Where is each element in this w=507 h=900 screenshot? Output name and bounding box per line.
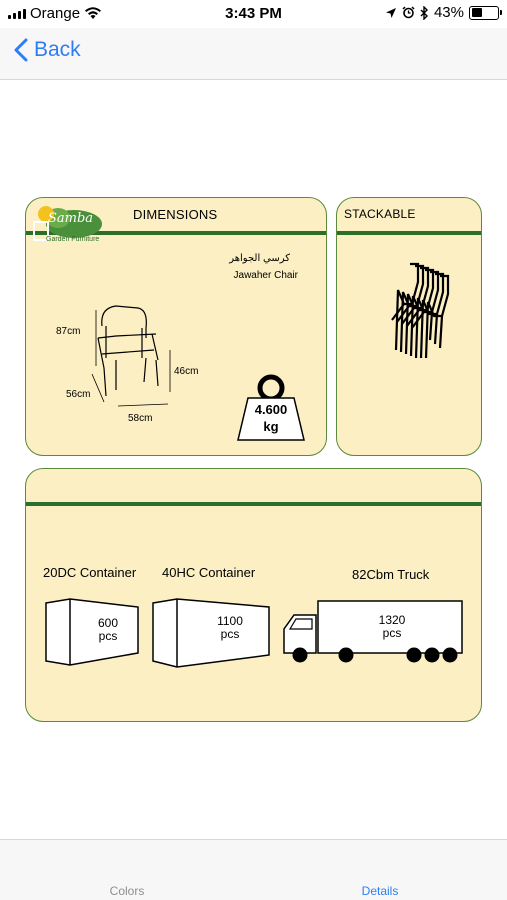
status-bar: Orange 3:43 PM 43% [0, 0, 507, 28]
battery-icon [469, 5, 502, 20]
location-arrow-icon [385, 7, 396, 18]
back-label: Back [34, 38, 81, 61]
shipping-card: 20DC Container 40HC Container 82Cbm Truc… [25, 468, 482, 722]
seat-height-label: 46cm [174, 366, 199, 377]
truck-qty: 1320 [378, 613, 406, 627]
depth-label: 56cm [66, 389, 91, 400]
container-20-qty: 600 [97, 616, 119, 630]
wifi-icon [85, 7, 102, 19]
battery-percent: 43% [433, 4, 464, 21]
stackable-title: STACKABLE [344, 207, 416, 221]
chevron-left-icon [14, 38, 28, 62]
bluetooth-icon [420, 5, 428, 20]
truck-label: 82Cbm Truck [352, 567, 430, 582]
carrier-info: Orange [8, 5, 102, 22]
alarm-icon [402, 6, 415, 19]
navigation-bar: Back [0, 28, 507, 80]
container-40-qty: 1100 [217, 614, 243, 628]
back-button[interactable]: Back [14, 38, 81, 62]
status-indicators: 43% [385, 4, 502, 21]
weight-unit: kg [263, 419, 279, 434]
container-20-unit: pcs [98, 629, 118, 643]
tab-colors[interactable]: Colors [109, 884, 145, 898]
width-label: 58cm [128, 413, 153, 424]
container-40-unit: pcs [220, 627, 240, 641]
product-details-content: Samba Garden Furniture DIMENSIONS كرسي ا… [0, 81, 507, 839]
truck-unit: pcs [382, 626, 402, 640]
chair-dimension-drawing [91, 305, 171, 407]
brand-sub-text: Garden Furniture [46, 236, 100, 243]
stacked-chairs-icon [391, 262, 450, 359]
product-name-arabic: كرسي الجواهر [229, 253, 290, 264]
dimensions-title: DIMENSIONS [133, 207, 218, 222]
container-40-label: 40HC Container [162, 565, 256, 580]
clock: 3:43 PM [225, 5, 282, 22]
brand-logo-text: Samba [48, 211, 94, 226]
weight-badge: 4.600 kg [236, 374, 306, 442]
weight-icon [237, 374, 305, 441]
height-label: 87cm [56, 326, 81, 337]
container-20-graphic: 600 pcs [44, 597, 140, 667]
container-20-label: 20DC Container [43, 565, 137, 580]
tab-bar: Colors Details [0, 839, 507, 900]
container-40-graphic: 1100 pcs [151, 597, 271, 669]
stackable-card: STACKABLE [336, 197, 482, 456]
weight-value: 4.600 [254, 402, 288, 417]
carrier-name: Orange [30, 5, 81, 22]
dimensions-card: Samba Garden Furniture DIMENSIONS كرسي ا… [25, 197, 327, 456]
truck-graphic: 1320 pcs [282, 599, 466, 665]
brand-logo: Samba Garden Furniture [28, 202, 104, 250]
product-name: Jawaher Chair [233, 270, 298, 281]
tab-details[interactable]: Details [361, 884, 399, 898]
signal-icon [8, 8, 26, 19]
